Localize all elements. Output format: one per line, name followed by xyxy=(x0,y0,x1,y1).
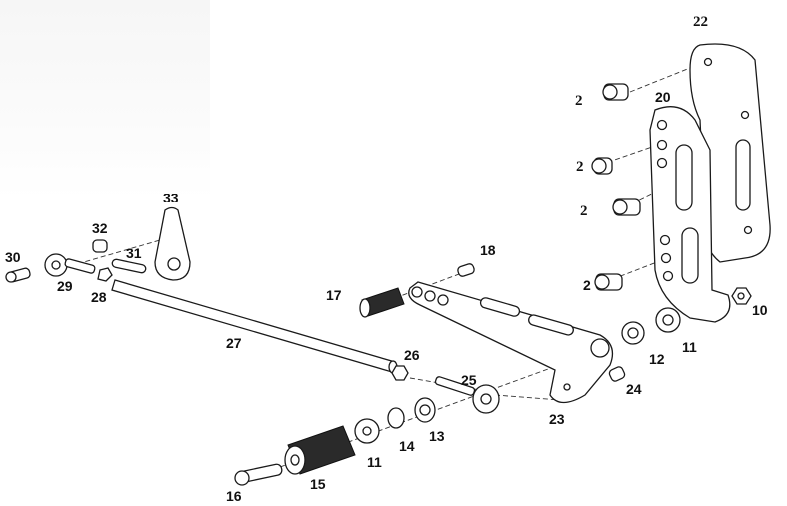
part-label: 2 xyxy=(580,203,588,219)
bolt-head xyxy=(612,199,628,215)
bolt-head xyxy=(234,470,250,486)
pin xyxy=(111,258,147,274)
bolt-head xyxy=(594,274,610,290)
part-label: 2 xyxy=(583,277,591,293)
part-label: 14 xyxy=(399,438,415,454)
shift-rod xyxy=(111,279,396,373)
bolt-head xyxy=(602,84,618,100)
part-label: 10 xyxy=(752,302,768,318)
arm-hole xyxy=(424,290,436,302)
part-label: 33 xyxy=(163,194,179,202)
part-label: 25 xyxy=(461,372,477,388)
washer-hole xyxy=(627,327,639,339)
shift-lever xyxy=(154,206,191,281)
plate-hole xyxy=(662,270,674,282)
front-plate xyxy=(649,106,731,323)
spacer xyxy=(92,239,108,253)
part-label: 23 xyxy=(549,411,565,427)
plate-hole xyxy=(659,234,671,246)
part-label: 24 xyxy=(626,381,642,397)
plate-slot xyxy=(675,144,693,211)
nut-hole xyxy=(737,292,745,300)
bushing xyxy=(387,407,405,429)
nut xyxy=(391,365,409,381)
part-label: 13 xyxy=(429,428,445,444)
part-label: 29 xyxy=(57,278,73,294)
lever-arm xyxy=(408,281,614,404)
part-label: 30 xyxy=(5,249,21,265)
plate-hole xyxy=(740,110,750,120)
lever-hole xyxy=(167,257,181,271)
part-label: 22 xyxy=(693,14,708,30)
part-label: 32 xyxy=(92,220,108,236)
plate-slot xyxy=(681,227,699,284)
peg-end xyxy=(359,298,371,318)
part-label: 28 xyxy=(91,289,107,305)
bolt xyxy=(608,366,626,382)
plate-slot xyxy=(735,139,751,211)
rod-end-hole xyxy=(51,260,61,270)
washer-hole xyxy=(662,314,674,326)
part-label: 16 xyxy=(226,488,242,504)
part-label: 17 xyxy=(326,287,342,303)
part-label: 12 xyxy=(649,351,665,367)
plate-hole xyxy=(743,225,753,235)
rod-end-stem xyxy=(64,258,96,274)
washer-hole xyxy=(362,426,372,436)
part-label: 2 xyxy=(576,159,584,175)
part-label: 31 xyxy=(126,245,142,261)
spacer-hole xyxy=(480,393,492,405)
part-label: 11 xyxy=(682,339,697,355)
washer-hole xyxy=(419,404,431,416)
part-label: 20 xyxy=(655,89,671,105)
nut xyxy=(97,267,113,282)
arm-slot xyxy=(479,297,521,317)
background-shade xyxy=(0,0,210,200)
part-label: 18 xyxy=(480,242,496,258)
plate-hole xyxy=(703,57,713,67)
plate-hole xyxy=(656,119,668,131)
bolt-head xyxy=(591,158,607,174)
arm-hole xyxy=(563,383,571,391)
part-label: 2 xyxy=(575,93,583,109)
arm-hole xyxy=(437,294,449,306)
arm-pivot xyxy=(590,338,610,358)
bolt-head xyxy=(5,271,17,283)
arm-slot xyxy=(528,314,574,336)
peg-hole xyxy=(290,454,300,466)
part-label: 27 xyxy=(226,335,242,351)
part-label: 15 xyxy=(310,476,326,492)
part-label: 26 xyxy=(404,347,420,363)
bolt xyxy=(457,263,475,277)
assembly-line xyxy=(494,394,561,401)
plate-hole xyxy=(660,252,672,264)
plate-hole xyxy=(656,157,668,169)
assembly-line xyxy=(394,267,476,299)
part-label: 11 xyxy=(367,454,382,470)
arm-hole xyxy=(411,286,423,298)
plate-hole xyxy=(656,139,668,151)
